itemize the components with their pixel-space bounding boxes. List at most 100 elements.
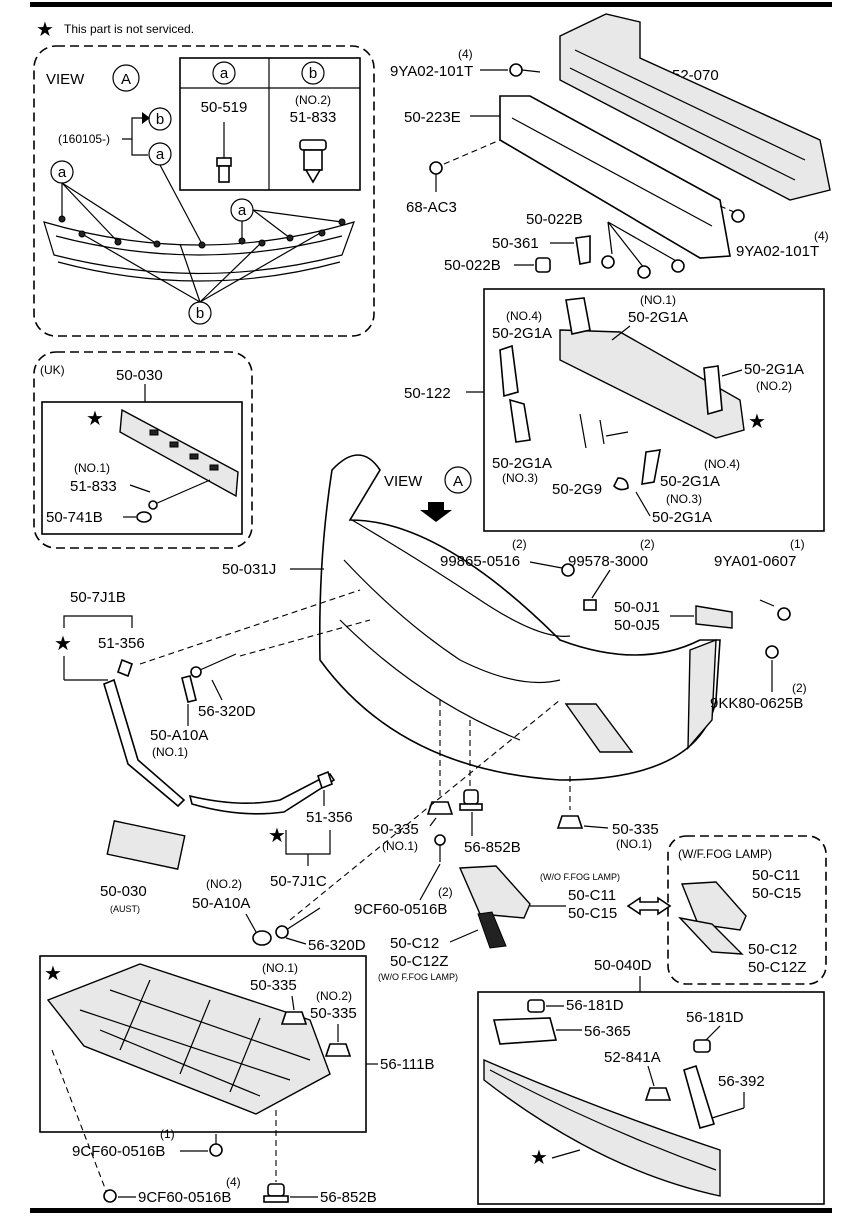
leader [211, 679, 223, 701]
view-a-title: VIEW [46, 71, 85, 88]
leader [429, 817, 437, 827]
bracket-piece [703, 365, 723, 416]
front-bumper [318, 454, 721, 781]
bolt-icon [190, 653, 237, 678]
fog-garnish [477, 911, 507, 949]
part-label-50-2g1a-no3b: 50-2G1A [652, 509, 712, 526]
nut-icon [644, 1087, 672, 1101]
clip-icon [613, 477, 629, 491]
part-label-50-030-aust: 50-030 [100, 883, 147, 900]
view-a-pointer-circle [444, 466, 472, 494]
part-label-50-335-left: 50-335 [372, 821, 419, 838]
part-label-50-2g1a-no1: 50-2G1A [628, 309, 688, 326]
bracket-piece [641, 449, 661, 485]
fog-garnish-lamp [678, 916, 744, 955]
part-label-50-a10a-no1: 50-A10A [150, 727, 208, 744]
bolt-icon [731, 209, 745, 223]
star-icon: ★ [530, 1147, 548, 1169]
part-label-50-c11: 50-C11 [568, 887, 616, 904]
qty-label: (2) [438, 885, 453, 899]
part-label-9cf60-0516b-b: 9CF60-0516B [138, 1189, 231, 1206]
clip-icon [527, 999, 545, 1013]
arrow-both-icon [626, 896, 672, 916]
part-label-51-356-top: 51-356 [98, 635, 145, 652]
leader [647, 1065, 655, 1087]
spoiler-bracket [492, 1017, 558, 1045]
absorber-edge [511, 117, 713, 227]
qty-label: (1) [790, 537, 805, 551]
view-a-leaders [61, 164, 343, 303]
uk-plate-holes [149, 429, 219, 471]
qty-label: (2) [792, 681, 807, 695]
part-label-50-c12z: 50-C12Z [390, 953, 448, 970]
leader [611, 325, 631, 341]
part-label-50-c15: 50-C15 [568, 905, 617, 922]
reinforcement-edge [569, 67, 796, 181]
view-a-pointer-letter: A [453, 473, 463, 490]
leader [635, 491, 651, 517]
top-border [30, 2, 832, 7]
view-a-letter: A [121, 71, 131, 88]
legend: ★ This part is not serviced. [36, 19, 194, 41]
under-cover-panel: ★ (NO.1) 50-335 (NO.2) 50-335 56-111B (1… [39, 955, 435, 1206]
clip-icon [317, 770, 333, 790]
part-label-56-320d-bot: 56-320D [308, 937, 366, 954]
fog-cover [458, 865, 531, 919]
bumper-upper-edge [351, 519, 571, 637]
note-label: (W/O F.FOG LAMP) [540, 872, 620, 882]
under-cover-frame [39, 955, 367, 1133]
col-b-part: 51-833 [290, 109, 337, 126]
part-label-50-0j1: 50-0J1 [614, 599, 660, 616]
part-label-99578-3000: 99578-3000 [568, 553, 648, 570]
group-bracket [285, 830, 331, 855]
bumper-grille-top [343, 559, 561, 684]
part-label-50-c15-b: 50-C15 [752, 885, 801, 902]
qty-label: (4) [814, 229, 829, 243]
under-cover [46, 963, 331, 1115]
fog-cover-group: (W/O F.FOG LAMP) (2) 50-C11 50-C15 50-C1… [378, 835, 827, 985]
date-note: (160105-) [58, 132, 110, 146]
part-label-50-c12-b: 50-C12 [748, 941, 797, 958]
qty-label: (4) [226, 1175, 241, 1189]
col-a-part: 50-519 [201, 99, 248, 116]
front-bumper-group: VIEW A 50-031J (2) 99865-0516 (2) 99578-… [222, 454, 807, 781]
spoiler-panel: 50-040D 56-181D 56-365 56-181D 52-841A 5… [477, 957, 825, 1205]
note-label: (NO.1) [382, 839, 418, 853]
bolt-icon [765, 645, 779, 659]
part-label-9kk80-0625b: 9KK80-0625B [710, 695, 803, 712]
part-label-9ya02-right: 9YA02-101T [736, 243, 819, 260]
part-label-56-111b: 56-111B [380, 1056, 435, 1073]
uk-inner-frame [41, 401, 243, 535]
assembly-line [719, 205, 735, 213]
col-a-circle [212, 61, 236, 85]
part-label-50-122: 50-122 [404, 385, 451, 402]
marker-a-right-letter: a [238, 202, 247, 219]
uk-frame [33, 351, 253, 549]
grille-molding-left [103, 678, 186, 808]
leader [607, 221, 613, 255]
lower-bracket [559, 329, 745, 439]
note-label: (NO.1) [616, 837, 652, 851]
part-label-50-c11-b: 50-C11 [752, 867, 800, 884]
molding-group: 50-7J1B ★ 51-356 56-320D 50-A10A (NO.1) … [54, 589, 371, 914]
clip-icon [117, 658, 133, 678]
part-label-50-040d: 50-040D [594, 957, 652, 974]
fog-lamp-title: (W/F.FOG LAMP) [678, 847, 772, 861]
part-label-51-356-mid: 51-356 [306, 809, 353, 826]
aust-plate [106, 820, 186, 870]
assembly-line [51, 1049, 109, 1197]
bracket-icon [695, 605, 733, 629]
arrow-down-icon [420, 502, 452, 522]
part-label-56-852b-bot: 56-852B [320, 1189, 377, 1206]
note-label: (NO.1) [152, 745, 188, 759]
bolt-icon [103, 1189, 117, 1203]
uk-cap: 50-741B [46, 509, 103, 526]
col-b-circle [301, 61, 325, 85]
cap-icon [136, 511, 152, 523]
part-label-9ya02-top: 9YA02-101T [390, 63, 473, 80]
bolt-icon [561, 563, 575, 577]
part-label-68-ac3: 68-AC3 [406, 199, 457, 216]
part-label-56-181d-b: 56-181D [686, 1009, 744, 1026]
